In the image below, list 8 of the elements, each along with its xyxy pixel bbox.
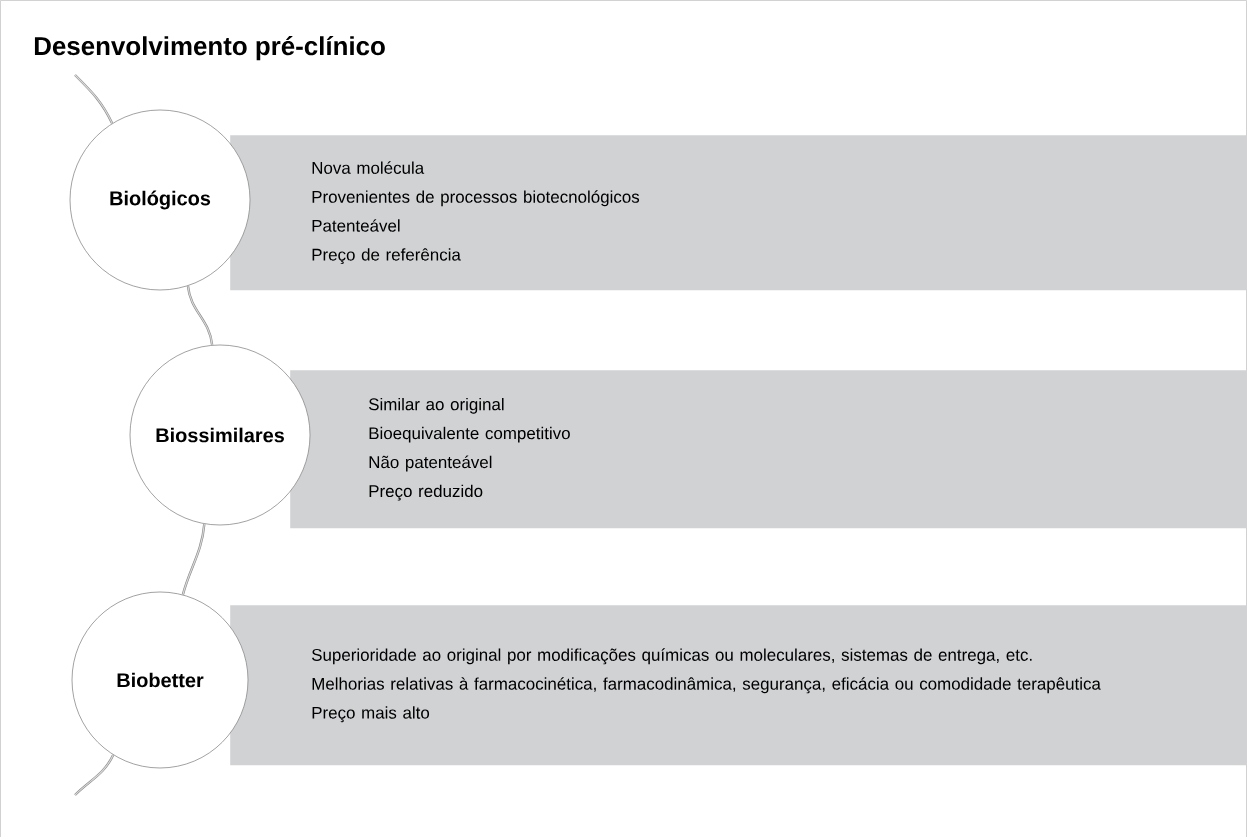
text-band: Similar ao original Bioequivalente competitivo Não patenteável Preço reduzido — [290, 370, 1247, 529]
connector-line — [74, 74, 114, 124]
title: Desenvolvimento pré-clínico — [34, 36, 385, 61]
connector-line — [74, 754, 115, 796]
connector-line — [186, 285, 214, 346]
text-band: Superioridade ao original por modificações químicas ou moleculares, sistemas de entrega, etc. Melhorias relativas à farmacocinética, farmacodinâmica, segurança, eficácia ou comodidade terapêutica Preço mais alto — [230, 605, 1247, 766]
text-band: Nova molécula Provenientes de processos biotecnológicos Patenteável Preço de referência — [230, 135, 1247, 291]
connector-line — [181, 523, 206, 596]
